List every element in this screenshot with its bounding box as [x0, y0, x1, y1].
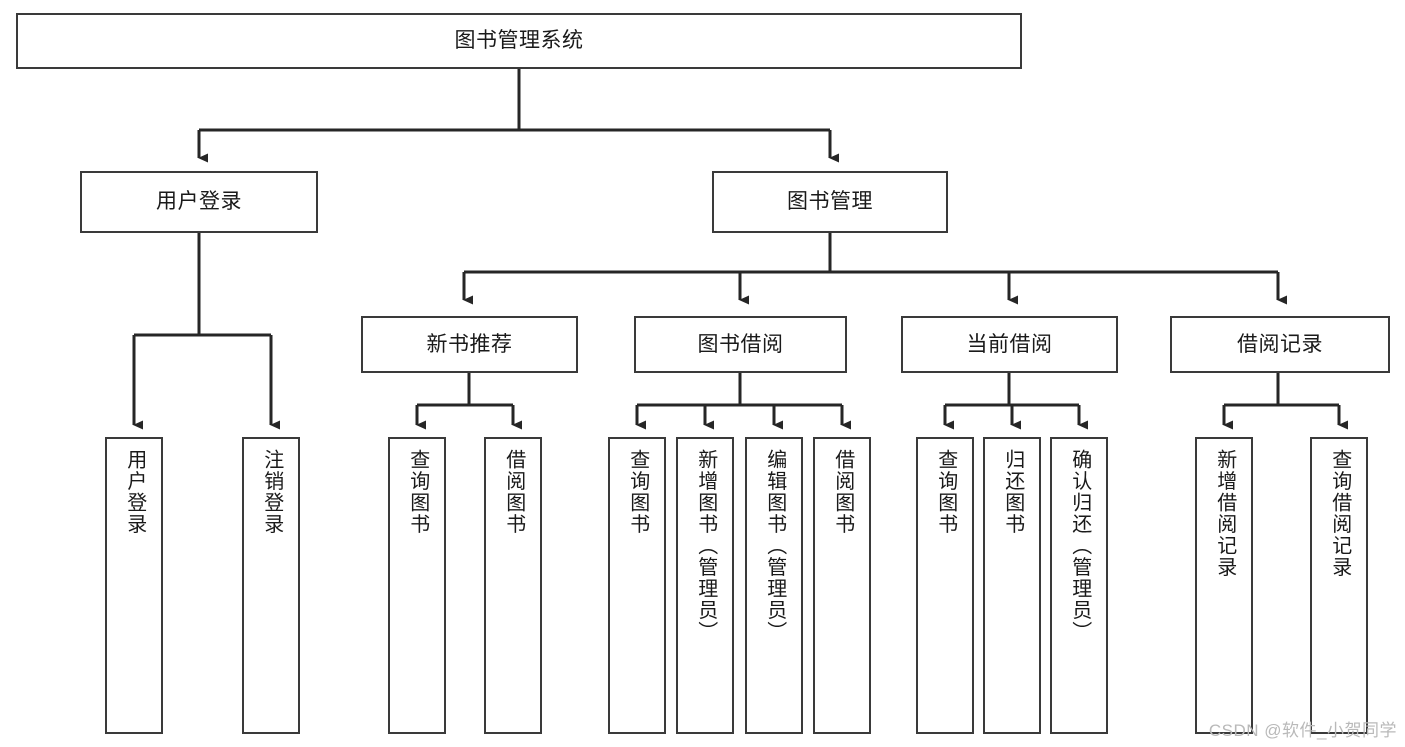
node-label: 新书推荐: [426, 332, 513, 356]
node-label: 借阅记录: [1237, 332, 1323, 356]
node-label: 图书管理系统: [454, 29, 584, 53]
node-label: 用户登录: [156, 190, 242, 214]
node-leaf-user-login-logout[interactable]: 注销登录: [242, 437, 300, 734]
node-label: 借阅图书: [502, 449, 525, 535]
node-leaf-book-borrow-borrow[interactable]: 借阅图书: [813, 437, 871, 734]
node-label: 用户登录: [123, 449, 146, 535]
node-user-login[interactable]: 用户登录: [80, 171, 318, 233]
node-label: 编辑图书（管理员）: [763, 449, 786, 643]
node-leaf-current-borrow-confirm-return[interactable]: 确认归还（管理员）: [1050, 437, 1108, 734]
node-label: 归还图书: [1001, 449, 1024, 535]
node-leaf-book-borrow-query[interactable]: 查询图书: [608, 437, 666, 734]
node-leaf-book-borrow-edit[interactable]: 编辑图书（管理员）: [745, 437, 803, 734]
node-label: 查询借阅记录: [1328, 449, 1351, 578]
node-current-borrow[interactable]: 当前借阅: [901, 316, 1118, 373]
node-label: 查询图书: [626, 449, 649, 535]
node-label: 图书管理: [787, 190, 873, 214]
node-leaf-book-borrow-add[interactable]: 新增图书（管理员）: [676, 437, 734, 734]
node-leaf-borrow-record-query[interactable]: 查询借阅记录: [1310, 437, 1368, 734]
node-label: 查询图书: [934, 449, 957, 535]
node-leaf-new-book-borrow[interactable]: 借阅图书: [484, 437, 542, 734]
node-label: 图书借阅: [697, 332, 784, 356]
node-book-management[interactable]: 图书管理: [712, 171, 948, 233]
node-root-book-management-system[interactable]: 图书管理系统: [16, 13, 1022, 69]
node-label: 当前借阅: [966, 332, 1053, 356]
node-label: 注销登录: [260, 449, 283, 535]
node-leaf-new-book-query[interactable]: 查询图书: [388, 437, 446, 734]
node-borrow-record[interactable]: 借阅记录: [1170, 316, 1390, 373]
node-label: 新增图书（管理员）: [694, 449, 717, 643]
node-label: 查询图书: [406, 449, 429, 535]
node-leaf-borrow-record-add[interactable]: 新增借阅记录: [1195, 437, 1253, 734]
node-leaf-user-login-login[interactable]: 用户登录: [105, 437, 163, 734]
node-book-borrow[interactable]: 图书借阅: [634, 316, 847, 373]
node-leaf-current-borrow-query[interactable]: 查询图书: [916, 437, 974, 734]
node-leaf-current-borrow-return[interactable]: 归还图书: [983, 437, 1041, 734]
node-label: 借阅图书: [831, 449, 854, 535]
node-label: 确认归还（管理员）: [1068, 449, 1091, 643]
node-label: 新增借阅记录: [1213, 449, 1236, 578]
node-new-book-recommend[interactable]: 新书推荐: [361, 316, 578, 373]
